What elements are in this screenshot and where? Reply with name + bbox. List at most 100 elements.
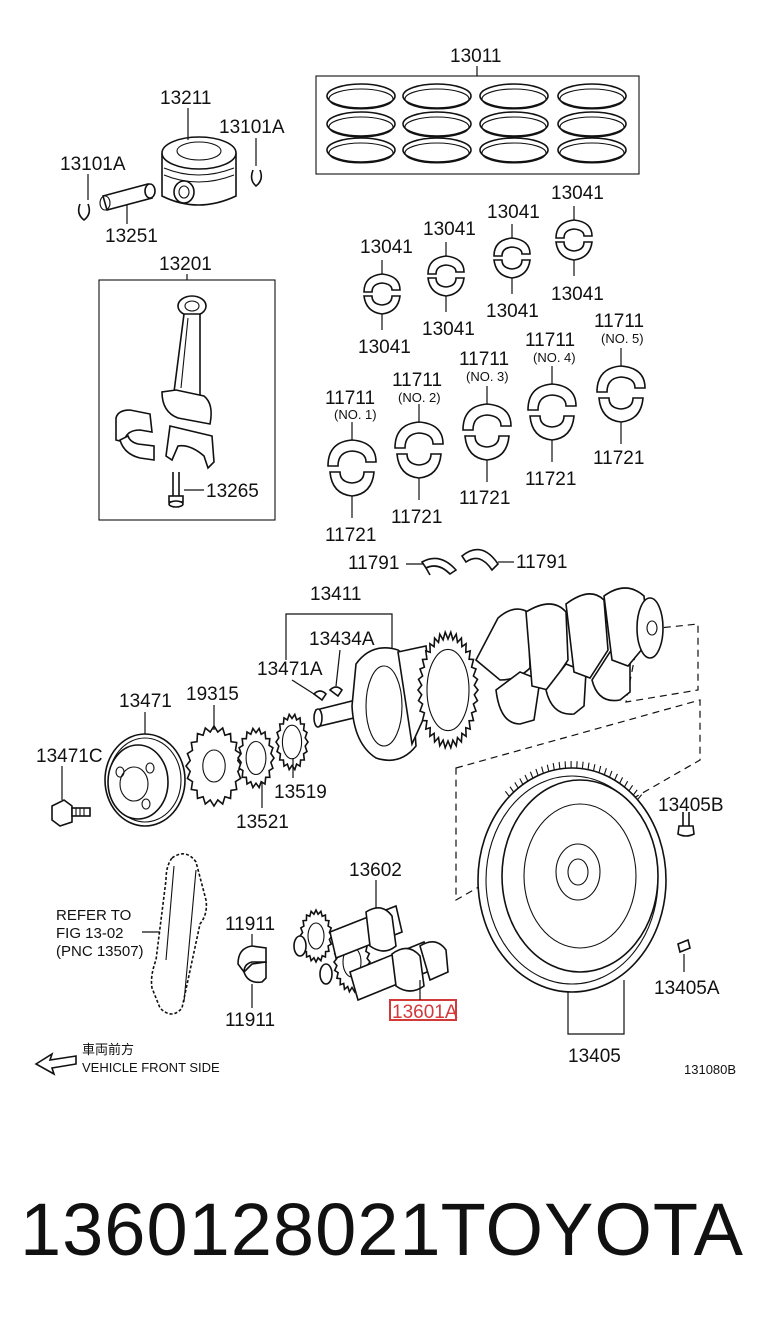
crankshaft-pulley [104,733,186,827]
flywheel-dowel-pin [677,938,691,954]
crankshaft [313,587,699,762]
main-bearing [527,383,577,441]
piston [161,136,237,206]
main-bearing [327,439,377,497]
piston-ring [479,83,549,109]
label-13041-4-top: 13041 [551,183,604,204]
label-11721-no1: 11721 [325,525,376,546]
vehicle-front-arrow [34,1052,77,1076]
label-11711-no4: 11711 [525,330,575,351]
label-13405b: 13405B [658,795,724,816]
label-13041-1-top: 13041 [360,237,413,258]
piston-ring [479,111,549,137]
label-11711-no3: 11711 [459,349,509,370]
footer: 1360128021 TOYOTA [0,1180,760,1290]
rod-bearing [363,273,401,315]
label-11711-no2: 11711 [392,370,442,391]
piston-ring [326,83,396,109]
label-13101a-right: 13101A [219,117,285,138]
label-13265: 13265 [206,481,259,502]
label-19315: 19315 [186,684,239,705]
figure-code: 131080B [684,1062,736,1077]
label-11721-no3: 11721 [459,488,510,509]
label-13251: 13251 [105,226,158,247]
rod-bearing [493,237,531,279]
label-13602: 13602 [349,860,402,881]
flywheel [455,699,701,993]
crankshaft-keys [312,686,344,702]
vehicle-front-jp: 車両前方 [82,1042,134,1057]
label-13471a: 13471A [257,659,323,680]
main-bearing [596,365,646,423]
main-bearing [462,403,512,461]
crank-spacer [275,712,309,772]
label-13041-2-bottom: 13041 [422,319,475,340]
refer-line-3: (PNC 13507) [56,943,144,960]
label-13405: 13405 [568,1046,621,1067]
main-bearing-group [327,348,646,518]
label-11911-bottom: 11911 [225,1010,275,1031]
snap-ring-left [77,203,91,222]
label-no4: (NO. 4) [533,350,576,365]
piston-ring [557,111,627,137]
label-13011: 13011 [450,46,501,67]
label-13041-2-top: 13041 [423,219,476,240]
label-13041-4-bottom: 13041 [551,284,604,305]
timing-rotor [184,724,244,808]
balance-shaft-bearing [237,945,267,984]
main-bearing [394,421,444,479]
piston-ring [557,137,627,163]
label-no2: (NO. 2) [398,390,441,405]
refer-line-1: REFER TO [56,907,131,924]
flywheel-bolt [677,812,695,837]
brand-name: TOYOTA [440,1188,744,1271]
rod-bearing-group [363,206,593,330]
label-11911-top: 11911 [225,914,275,935]
rod-bearing [555,219,593,261]
conrod-bolt [168,472,184,508]
balance-shaft-assembly [293,904,449,1002]
label-13434a: 13434A [309,629,375,650]
label-13211: 13211 [160,88,211,109]
label-11721-no5: 11721 [593,448,644,469]
connecting-rod [115,295,215,470]
label-no5: (NO. 5) [601,331,644,346]
piston-ring [402,111,472,137]
label-13201: 13201 [159,254,212,275]
piston-ring [326,137,396,163]
thrust-washer-left [420,557,458,576]
label-13601a: 13601A [392,1002,458,1023]
label-11721-no4: 11721 [525,469,576,490]
vehicle-front-en: VEHICLE FRONT SIDE [82,1060,220,1075]
label-13405a: 13405A [654,978,720,999]
pulley-bolt [51,799,91,827]
piston-ring [402,83,472,109]
label-11711-no5: 11711 [594,311,644,332]
piston-ring [557,83,627,109]
label-11791-left: 11791 [348,553,399,574]
timing-chain [150,853,208,1015]
piston-ring [402,137,472,163]
parts-diagram: 13011 13211 13101A 13101A 13251 13201 [34,46,736,1077]
label-11711-no1: 11711 [325,388,375,409]
thrust-washer-right [460,548,500,572]
crankshaft-timing-gear [237,726,275,790]
label-13041-3-bottom: 13041 [486,301,539,322]
label-11791-right: 11791 [516,552,567,573]
label-13521: 13521 [236,812,289,833]
refer-line-2: FIG 13-02 [56,925,124,942]
label-11721-no2: 11721 [391,507,442,528]
label-13041-1-bottom: 13041 [358,337,411,358]
piston-ring [479,137,549,163]
label-no3: (NO. 3) [466,369,509,384]
piston-ring [326,111,396,137]
label-13411: 13411 [310,584,361,605]
snap-ring-right [250,169,263,188]
highlight-box-13601a [389,999,457,1021]
label-13471c: 13471C [36,746,103,767]
label-13519: 13519 [274,782,327,803]
label-no1: (NO. 1) [334,407,377,422]
part-number: 1360128021 [20,1188,442,1271]
piston-ring-set [315,75,640,175]
label-13041-3-top: 13041 [487,202,540,223]
